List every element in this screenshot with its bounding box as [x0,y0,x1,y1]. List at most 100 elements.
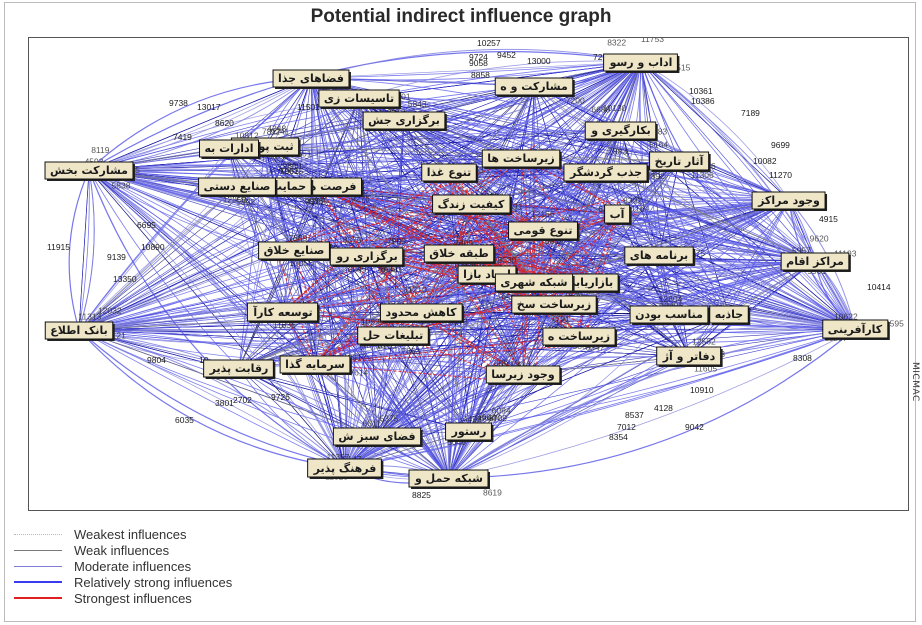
edge-weight-label: 10910 [690,385,714,395]
influence-edge [468,313,670,432]
node-label: شبکه شهری [500,276,567,289]
influence-edge [640,61,856,330]
influence-edge [533,85,790,201]
node-box [656,346,722,366]
node-box [624,246,694,265]
node-box [494,273,574,292]
graph-node: وجود مراکز [751,191,828,211]
edge-weight-clutter: 7665 [377,264,396,274]
edge-weight-clutter: 5843 [408,99,427,109]
influence-edge [376,260,816,437]
influence-edge [448,328,856,479]
influence-edge [448,355,690,479]
influence-edge [238,77,312,369]
influence-edge [88,169,346,469]
edge-weight-clutter: 8375 [343,235,362,245]
edge-weight-label: 4128 [654,403,673,413]
node-label: زیرساخت ها [487,152,554,165]
influence-edge [458,252,590,268]
node-label: فضاهای جذا [278,72,344,85]
influence-edge [533,164,537,283]
node-box [246,302,319,322]
influence-edge [310,61,642,79]
edge-weight-clutter: 9917 [347,353,366,363]
edge-weight-label: 6695 [137,220,156,230]
influence-edge [403,119,460,254]
graph-node: رستور [445,422,494,442]
edge-weight-clutter: 6347 [585,342,604,352]
influence-edge [78,329,346,469]
node-box [362,111,446,130]
influence-edge [238,367,470,432]
influence-edge [314,337,562,365]
influence-edge [392,334,450,479]
influence-edge [470,191,790,205]
influence-edge [542,229,730,315]
influence-edge [78,329,378,437]
graph-node: رقابت پذیر [203,359,276,379]
edge-weight-clutter: 4262 [307,197,326,207]
edge-weight-clutter: 11636 [273,320,296,330]
node-box [604,204,631,224]
influence-edge [78,185,317,331]
edge-weight-clutter: 10615 [280,166,304,176]
influence-edge [318,334,394,355]
influence-edge [78,329,450,479]
edge-weight-clutter: 10056 [289,258,313,268]
edge-weight-clutter: 7809 [454,238,473,248]
legend-label: Weakest influences [74,526,187,542]
influence-edge [236,77,312,187]
edge-weight-label: 2702 [233,395,252,405]
influence-edge [78,323,394,336]
influence-edge [314,343,591,365]
influence-edge [314,328,856,372]
edge-weight-label: 9726 [271,392,290,402]
graph-node: شبکه شهری [494,273,575,293]
node-box [44,161,134,180]
influence-edge [668,199,790,315]
edge-weight-clutter: 10595 [880,318,904,328]
influence-edge [640,61,816,262]
edge-weight-clutter: 4601 [392,92,411,102]
edge-weight-clutter: 7430 [564,289,583,299]
node-label: رقابت پذیر [209,362,269,375]
influence-edge [78,329,470,432]
edge-weight-label: 11501 [297,102,320,112]
edge-weight-clutter: 7853 [402,346,421,356]
influence-edge [88,169,690,357]
graph-node: وجود زیرسا [485,365,562,385]
influence-edge [392,316,856,336]
graph-node: زیرساخت سخ [511,295,599,315]
edge-weight-clutter: 5957 [792,246,811,256]
edge-weight-clutter: 11210 [404,285,427,295]
legend-item-weakest: Weakest influences [14,526,232,542]
graph-node: زیرساخت ها [481,149,562,169]
edge-weight-label: 8537 [625,410,644,420]
edge-weight-clutter: 8619 [483,487,502,497]
influence-edge [282,165,516,313]
node-label: صنایع خلاق [264,244,325,257]
influence-edge [273,77,312,187]
legend-swatch [14,597,62,599]
node-label: مناسب بودن [635,308,703,321]
influence-edge [78,199,790,331]
graph-node: دفاتر و آژ [656,346,723,367]
influence-edge [403,119,856,330]
node-box [423,244,495,263]
influence-edge [88,169,346,469]
edge-weight-label: 11915 [47,242,70,252]
graph-node: زیرساخت ه [542,327,618,347]
edge-weight-clutter: 10833 [453,260,477,270]
node-label: مشارکت و ه [500,80,568,93]
influence-edge [78,169,90,331]
influence-edge [78,311,422,344]
graph-node: اداب و رسو [603,53,680,73]
node-box [432,194,511,214]
edge-weight-clutter: 9975 [305,196,324,206]
influence-edge [448,171,548,282]
edge-weight-clutter: 11357 [326,452,349,462]
edge-weight-clutter: 5048 [447,437,466,447]
node-label: دفاتر و آژ [662,349,716,363]
influence-edge [78,147,230,331]
node-box [421,163,477,182]
